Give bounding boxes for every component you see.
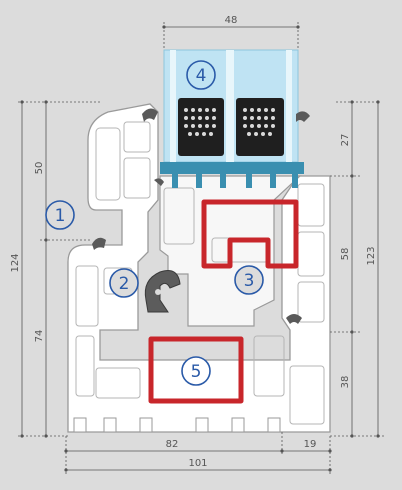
hardware-locking-cam (144, 270, 181, 313)
callout-2-label: 2 (119, 274, 130, 294)
callout-5-label: 5 (191, 362, 202, 382)
callout-1: 1 (45, 200, 75, 230)
dim-frame-lower: 74 (34, 330, 45, 343)
callout-3-label: 3 (244, 271, 255, 291)
glazing-bead (160, 162, 304, 188)
callout-4-label: 4 (196, 66, 207, 86)
gaskets (92, 108, 310, 324)
glass-unit (163, 49, 299, 163)
sash-steel-reinforcement (201, 199, 299, 269)
gasket-frame-left (92, 237, 106, 250)
gasket-top-right (296, 111, 310, 122)
glazing-bead-bar (160, 162, 304, 174)
frame-steel-reinforcement (148, 336, 244, 404)
dim-frame-upper: 50 (34, 162, 45, 175)
glass-layer-2 (226, 50, 234, 162)
dim-frame-total: 124 (10, 253, 21, 272)
gasket-frame-right (286, 314, 302, 324)
dim-top-sash: 27 (340, 134, 351, 147)
glass-layer-3 (286, 50, 292, 162)
dim-bottom-inner: 82 (166, 439, 179, 450)
callout-1-label: 1 (55, 206, 66, 226)
frame-bottom-teeth (73, 417, 281, 433)
frame-outline (67, 103, 331, 433)
callout-4: 4 (186, 60, 216, 90)
dim-sash-mid: 58 (340, 248, 351, 261)
spacer-desiccant-dots (184, 108, 275, 136)
glazing-bead-ribs (172, 174, 298, 188)
gasket-glass-left (154, 178, 164, 186)
callout-5: 5 (181, 356, 211, 386)
dimension-ticks (20, 25, 380, 472)
callout-2: 2 (109, 268, 139, 298)
dim-bottom-total: 101 (188, 458, 207, 469)
callout-3: 3 (234, 265, 264, 295)
dim-glass-width: 48 (225, 15, 238, 26)
sash-chamber-left (163, 187, 195, 245)
glass-layer-1 (170, 50, 176, 162)
frame-profile (67, 103, 331, 433)
dim-bottom-right: 19 (304, 439, 317, 450)
dim-sash-total: 123 (366, 246, 377, 265)
gasket-top-left (142, 108, 158, 122)
dimension-lines (18, 22, 384, 474)
frame-chambers (75, 121, 325, 425)
hardware-cam-hole (155, 289, 161, 295)
dim-sash-bottom: 38 (340, 376, 351, 389)
